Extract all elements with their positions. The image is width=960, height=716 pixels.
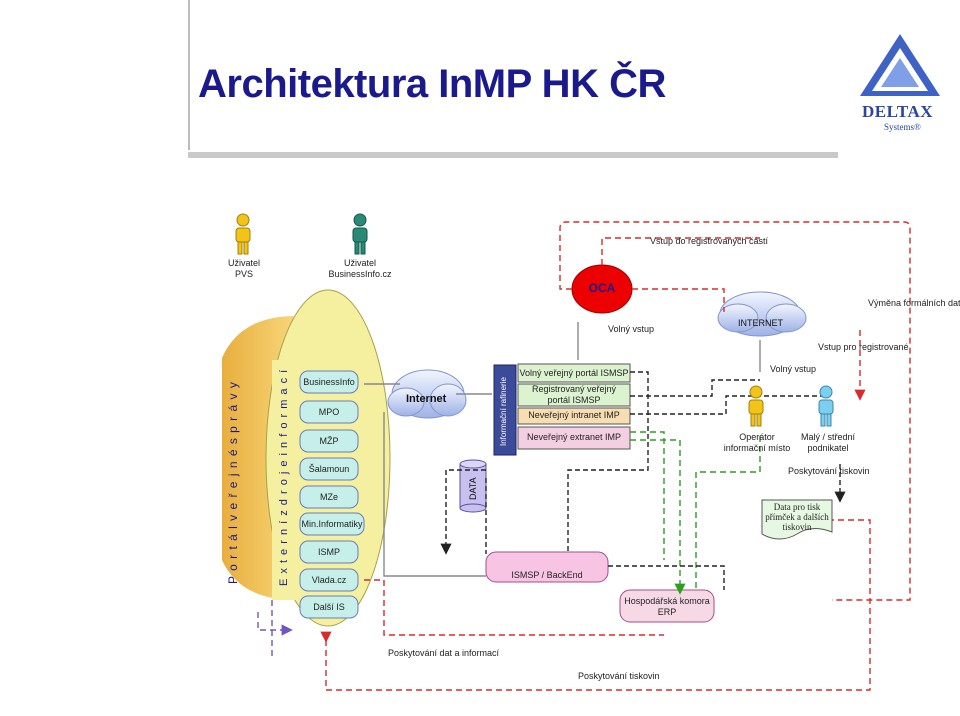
data-cylinder [459, 459, 487, 513]
user-figure-operator [748, 385, 764, 427]
dark-link-2 [630, 379, 760, 397]
source-box [299, 595, 359, 619]
source-box [299, 512, 365, 536]
user-figure-pvs [235, 213, 251, 255]
label-poskytovani-dat: Poskytování dat a informací [388, 648, 500, 658]
erp-box [619, 589, 715, 623]
title-underline [188, 152, 838, 158]
label-volny-vstup-left: Volný vstup [608, 324, 655, 334]
source-label: Šalamoun [308, 464, 350, 474]
user-figure-businessinfo [352, 213, 368, 255]
red-link-oca-left [559, 221, 911, 601]
source-box [299, 485, 359, 509]
label-poskytovani-tiskovin-right: Poskytování tiskovin [788, 466, 870, 476]
source-boxes [299, 370, 365, 619]
portal-band-label: P o r t á l v e ř e j n é s p r á v y [226, 381, 240, 584]
refinery-label: Informační rafinerie [499, 377, 508, 446]
source-label: BusinessInfo [303, 377, 355, 387]
source-label: ISMP [317, 547, 340, 557]
source-box [299, 540, 359, 564]
backend-box [485, 551, 609, 583]
internet-cloud-right [717, 291, 807, 337]
page-title: Architektura InMP HK ČR [198, 62, 666, 106]
link-sources-to-portal [383, 412, 486, 577]
source-box [299, 568, 359, 592]
dark-link-3 [630, 395, 830, 415]
label-vstup-pro-registrovane: Vstup pro registrované [818, 342, 909, 352]
portal-box [517, 383, 631, 407]
portal-boxes [517, 363, 631, 450]
refinery-box [493, 364, 517, 456]
label-poskytovani-tiskovin-bottom: Poskytování tiskovin [578, 671, 660, 681]
document-label: Data pro tisk přímček a dalších tiskovin [765, 502, 829, 532]
dark-link-7 [608, 565, 725, 590]
dark-link-4 [440, 469, 486, 555]
source-label: MZe [320, 492, 338, 502]
label-vymena: Výměna formálních dat [868, 298, 960, 308]
portal-label: Volný veřejný portál ISMSP [519, 368, 629, 378]
logo-name: DELTAX [862, 102, 934, 121]
portal-box [517, 426, 631, 450]
red-link-oca-top [601, 237, 760, 265]
source-box [299, 429, 359, 453]
source-label: MPO [318, 407, 340, 417]
portal-label: Neveřejný extranet IMP [526, 432, 622, 442]
document-shape [761, 499, 833, 540]
source-box [299, 457, 359, 481]
green-link-2 [630, 439, 686, 595]
red-link-left [364, 579, 664, 636]
green-link-3 [695, 436, 761, 590]
user-figure-small-business [818, 385, 834, 427]
title-side-bar [188, 0, 190, 150]
label-vstup-registrovanych: Vstup do registrovaných částí [650, 236, 769, 246]
red-link-oca-mid [632, 288, 725, 312]
dark-link-1 [567, 371, 649, 552]
deltax-logo-mark [860, 34, 940, 96]
purple-link-1 [257, 612, 293, 636]
portal-box [517, 363, 631, 383]
internet-right-label: INTERNET [738, 318, 783, 328]
green-link-1 [630, 431, 665, 560]
internet-cloud-left [387, 369, 467, 419]
source-box [299, 370, 359, 394]
source-box [299, 400, 359, 424]
source-label: Další IS [313, 602, 345, 612]
sources-band-label: E x t e r n í z d r o j e i n f o r m a … [278, 368, 290, 586]
backend-label: ISMSP / BackEnd [511, 570, 583, 580]
portal-label: Registrovaný veřejný portál ISMSP [531, 384, 617, 405]
logo-sub: Systems® [884, 122, 921, 132]
internet-left-label: Internet [406, 393, 447, 405]
source-label: Vlada.cz [311, 575, 347, 585]
source-label: MŽP [319, 436, 339, 446]
oca-label: OCA [588, 281, 616, 295]
portal-box [517, 407, 631, 425]
red-link-bottom [320, 519, 871, 691]
data-label: DATA [468, 477, 478, 500]
source-label: Min.Informatiky [301, 519, 363, 529]
portal-label: Neveřejný intranet IMP [528, 410, 620, 420]
label-volny-vstup-right: Volný vstup [770, 364, 817, 374]
